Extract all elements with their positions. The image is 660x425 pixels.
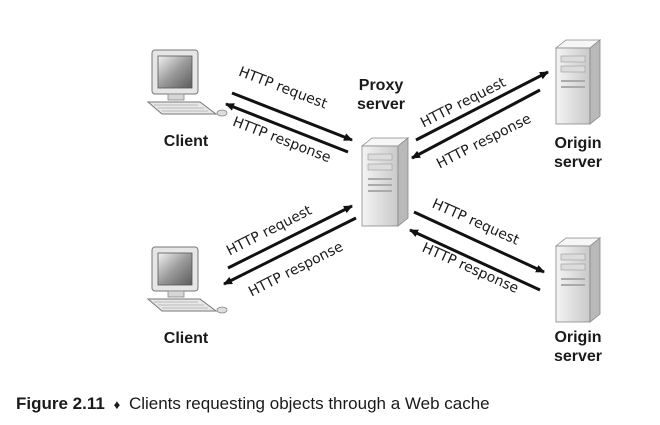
arrow-origin-top-response — [411, 88, 541, 160]
proxy-server-tower-icon — [360, 137, 410, 227]
client-top-label: Client — [163, 133, 209, 150]
arrow-client-top-response — [225, 102, 349, 154]
arrow-origin-bottom-response — [409, 228, 541, 292]
arrow-client-top-request — [231, 91, 353, 142]
client-bottom-computer-icon — [146, 246, 228, 314]
origin-server-top-label-line1: Origin — [554, 135, 602, 152]
client-top-computer-icon — [146, 49, 228, 117]
arrow-origin-bottom-request — [413, 210, 545, 274]
origin-server-top-label-line2: server — [553, 154, 603, 171]
caption-text: Clients requesting objects through a Web… — [128, 394, 490, 413]
arrow-client-bottom-response — [223, 216, 357, 286]
figure-number: Figure 2.11 — [16, 394, 105, 413]
origin-server-bottom-label: Origin server — [540, 328, 616, 366]
origin-server-bottom-label-line1: Origin — [554, 329, 602, 346]
caption-bullet-icon: ♦ — [113, 397, 121, 412]
origin-server-top-label: Origin server — [540, 134, 616, 172]
proxy-server-label-line1: Proxy — [358, 77, 404, 94]
web-cache-diagram — [146, 39, 602, 323]
figure-caption: Figure 2.11 ♦ Clients requesting objects… — [16, 394, 490, 414]
origin-server-top-tower-icon — [554, 39, 602, 125]
client-bottom-label: Client — [163, 330, 209, 347]
arrow-origin-top-request — [415, 70, 549, 142]
arrow-client-bottom-request — [227, 204, 353, 270]
origin-server-bottom-label-line2: server — [553, 348, 603, 365]
proxy-server-label-line2: server — [356, 96, 406, 113]
origin-server-bottom-tower-icon — [554, 237, 602, 323]
proxy-server-label: Proxy server — [346, 76, 416, 114]
